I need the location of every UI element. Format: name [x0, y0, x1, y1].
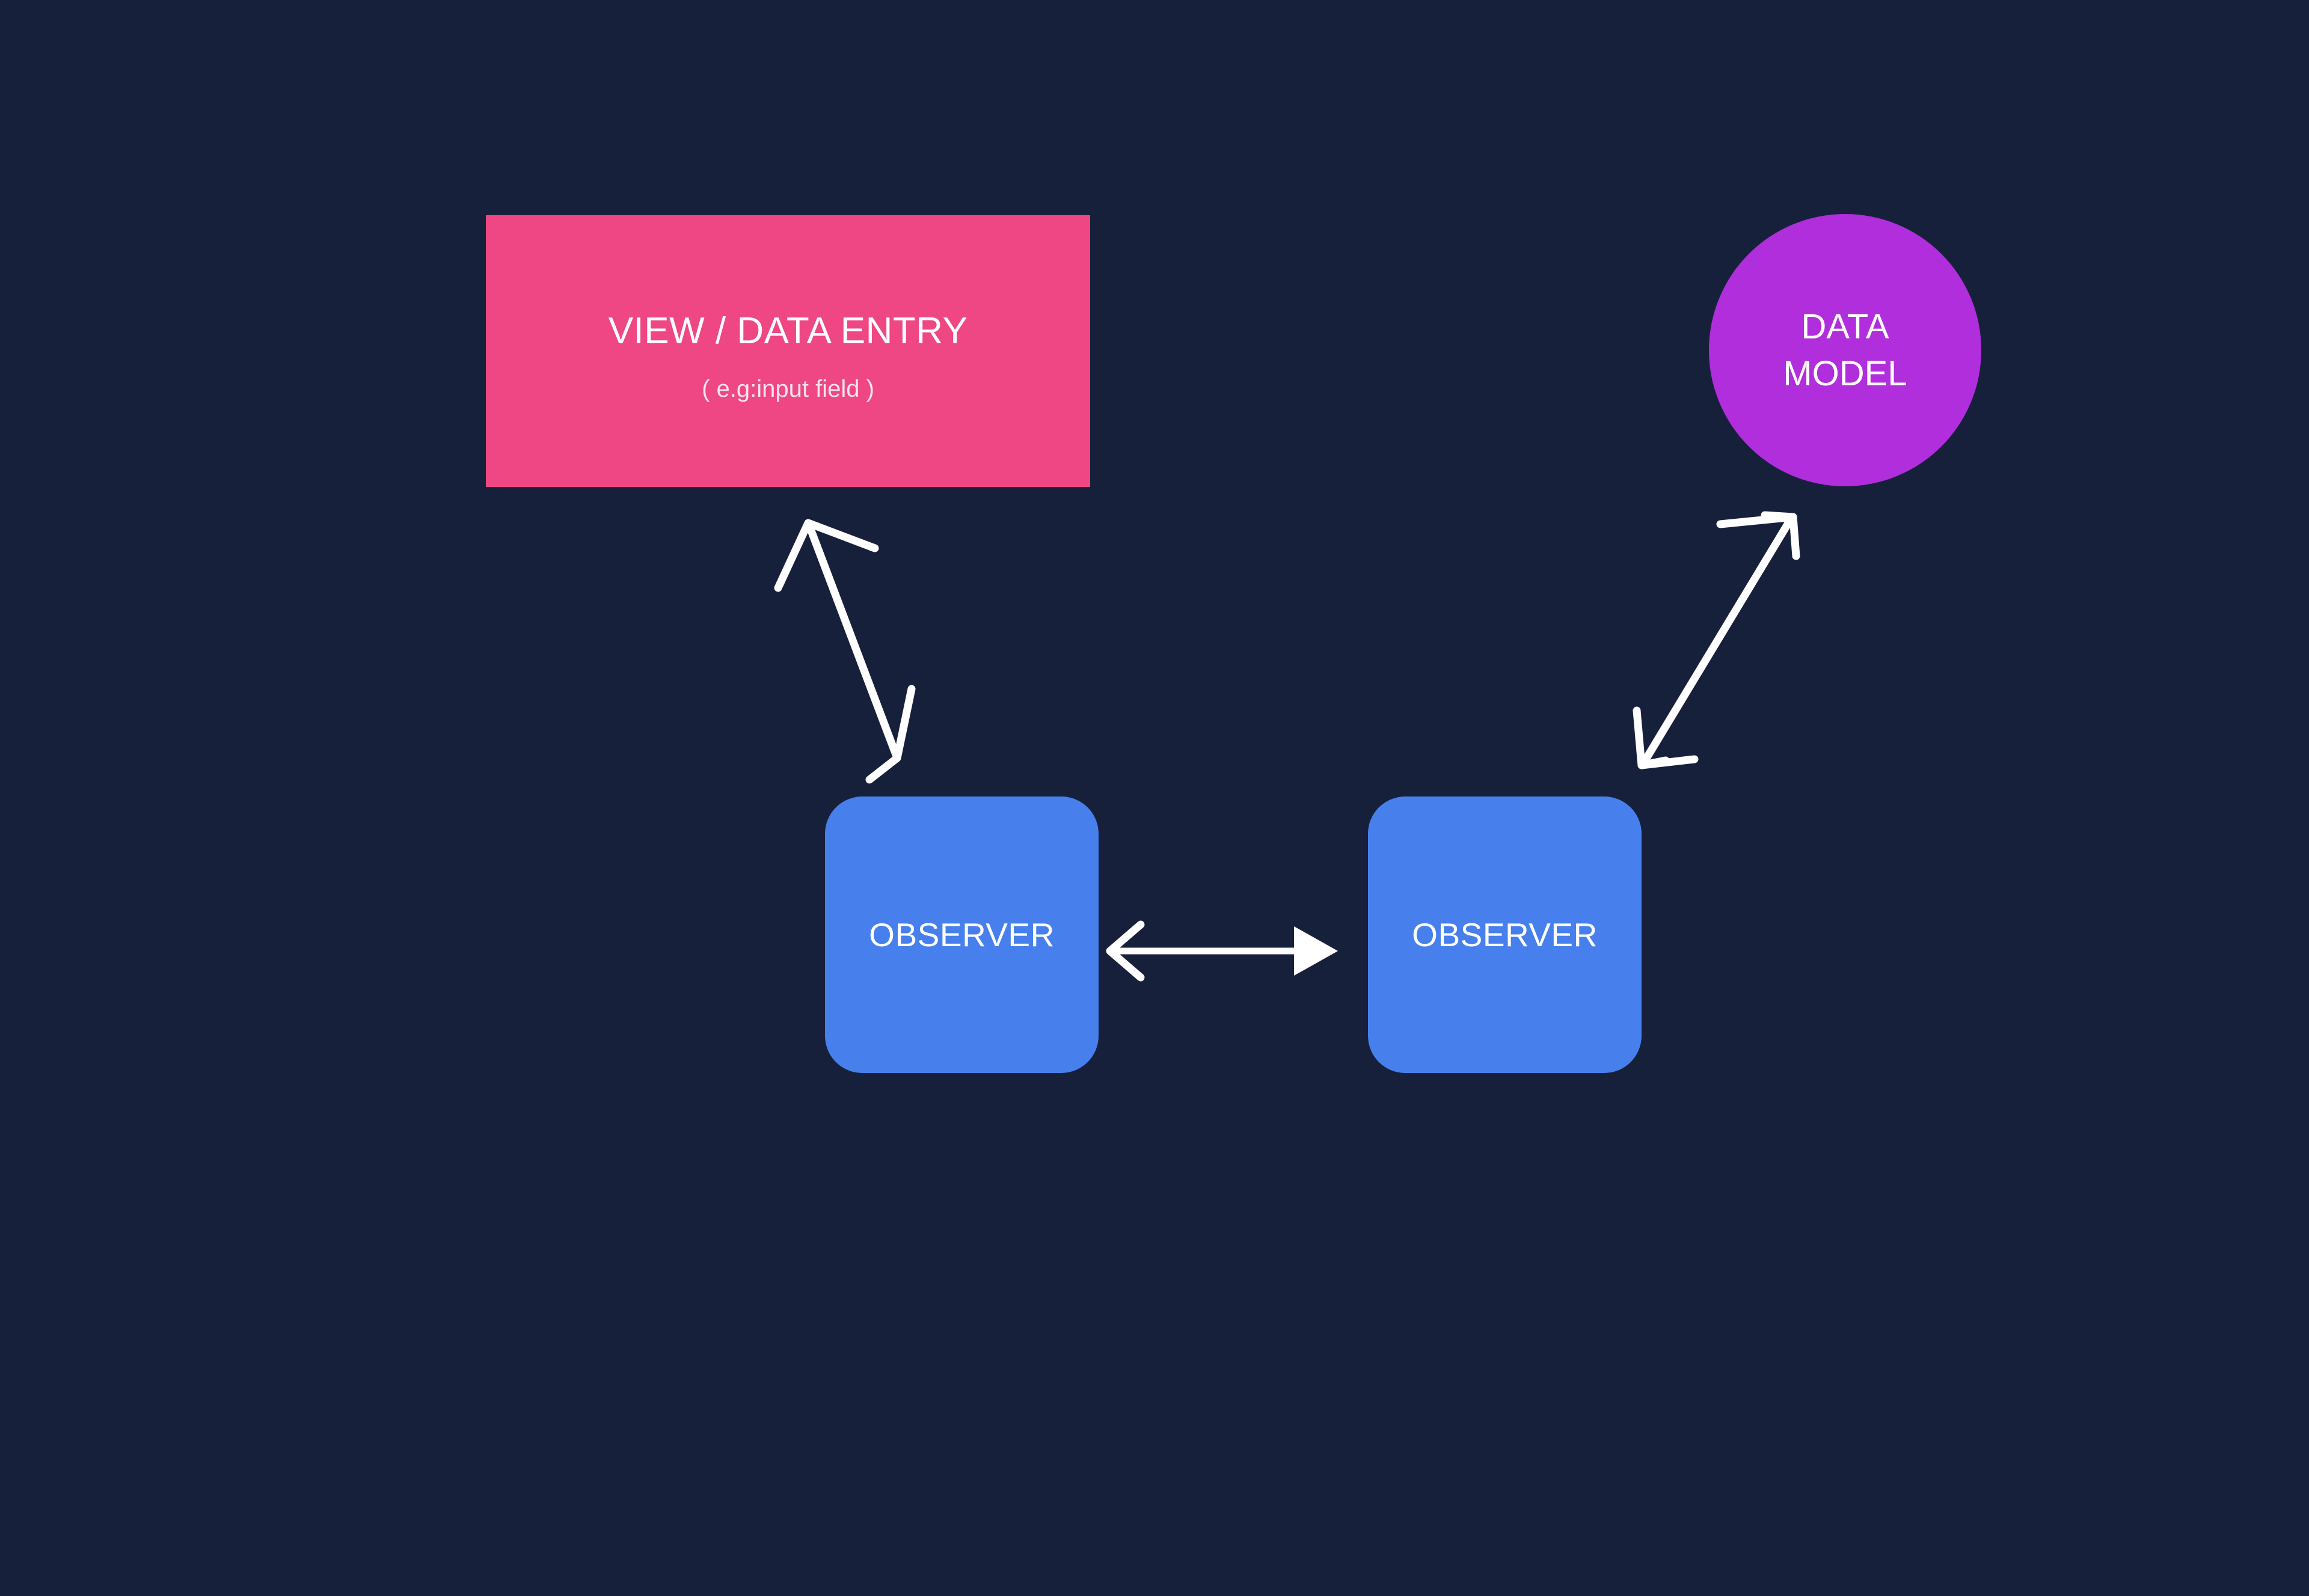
connector-view-observer-left-icon — [774, 519, 916, 784]
node-view-data-entry[interactable]: VIEW / DATA ENTRY ( e.g:input field ) — [486, 215, 1090, 487]
node-data-model[interactable]: DATA MODEL — [1709, 214, 1981, 486]
view-data-entry-title: VIEW / DATA ENTRY — [608, 310, 968, 352]
connector-observer-observer-icon — [1106, 920, 1338, 982]
observer-right-label: OBSERVER — [1412, 916, 1598, 953]
node-observer-left[interactable]: OBSERVER — [825, 796, 1099, 1073]
data-model-line-1: DATA — [1801, 307, 1889, 347]
node-observer-right[interactable]: OBSERVER — [1368, 796, 1642, 1073]
observer-left-label: OBSERVER — [869, 916, 1055, 953]
connector-observer-right-data-model-icon — [1633, 511, 1800, 769]
view-data-entry-subtitle: ( e.g:input field ) — [702, 376, 874, 403]
data-model-line-2: MODEL — [1783, 353, 1907, 393]
